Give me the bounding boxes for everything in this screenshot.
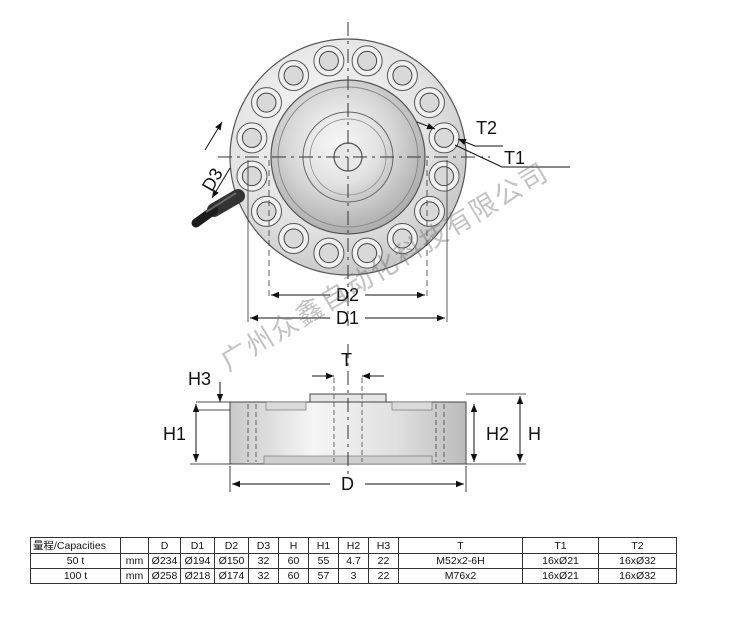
side-recess-right [391, 401, 433, 411]
table-cell: 57 [308, 568, 339, 584]
label-d: D [341, 474, 354, 494]
bolt-hole [241, 127, 262, 148]
bolt-hole [256, 92, 277, 113]
label-t2: T2 [476, 118, 497, 138]
technical-drawing: D2 D1 D3 T2 T1 [163, 22, 570, 494]
table-cell: 100 t [30, 568, 121, 584]
table-cell: 60 [278, 568, 309, 584]
table-cell: 16xØ21 [522, 553, 599, 569]
table-cell: 16xØ21 [522, 568, 599, 584]
table-cell: Ø150 [214, 553, 249, 569]
side-view: T H3 H1 H2 H D [163, 344, 541, 494]
table-row: 50 t mm Ø234 Ø194 Ø150 32 60 55 4.7 22 M… [30, 553, 677, 569]
bolt-hole [419, 201, 440, 222]
table-cell: Ø194 [180, 553, 215, 569]
top-view: D2 D1 D3 T2 T1 [191, 22, 570, 328]
bolt-hole-group [236, 45, 460, 269]
table-header-cell: 量程/Capacities [30, 537, 121, 554]
side-recess-left [265, 401, 307, 411]
table-cell: 4.7 [338, 553, 369, 569]
label-h1: H1 [163, 424, 186, 444]
table-cell: 50 t [30, 553, 121, 569]
table-cell: mm [120, 568, 149, 584]
table-header-cell [120, 537, 149, 554]
table-header-cell: T [398, 537, 523, 554]
bolt-hole [357, 50, 378, 71]
bolt-hole [392, 228, 413, 249]
table-cell: 16xØ32 [598, 568, 677, 584]
table-cell: M52x2-6H [398, 553, 523, 569]
table-header-cell: D [148, 537, 181, 554]
table-cell: Ø258 [148, 568, 181, 584]
label-h3: H3 [188, 369, 211, 389]
table-header-cell: H [278, 537, 309, 554]
bolt-hole [392, 65, 413, 86]
bolt-hole [357, 243, 378, 264]
bolt-hole [318, 50, 339, 71]
table-header-cell: D2 [214, 537, 249, 554]
table-cell: mm [120, 553, 149, 569]
table-cell: 22 [368, 568, 399, 584]
table-cell: 55 [308, 553, 339, 569]
bolt-hole [256, 201, 277, 222]
table-header-cell: D3 [248, 537, 279, 554]
bolt-hole [434, 127, 455, 148]
table-header-cell: T1 [522, 537, 599, 554]
cable-connector [191, 189, 245, 228]
table-header-row: 量程/Capacities D D1 D2 D3 H H1 H2 H3 T T1… [30, 537, 677, 554]
table-header-cell: T2 [598, 537, 677, 554]
table-cell: 16xØ32 [598, 553, 677, 569]
bolt-hole [318, 243, 339, 264]
table-cell: Ø234 [148, 553, 181, 569]
table-cell: Ø174 [214, 568, 249, 584]
label-h2: H2 [486, 424, 509, 444]
bolt-hole [241, 166, 262, 187]
table-header-cell: D1 [180, 537, 215, 554]
label-t1: T1 [504, 148, 525, 168]
table-header-cell: H1 [308, 537, 339, 554]
table-cell: Ø218 [180, 568, 215, 584]
table-cell: 32 [248, 568, 279, 584]
table-cell: 60 [278, 553, 309, 569]
table-row: 100 t mm Ø258 Ø218 Ø174 32 60 57 3 22 M7… [30, 568, 677, 584]
bolt-hole [434, 166, 455, 187]
table-cell: 32 [248, 553, 279, 569]
table-cell: M76x2 [398, 568, 523, 584]
label-h: H [528, 424, 541, 444]
label-d3: D3 [198, 165, 227, 195]
label-t: T [341, 350, 352, 370]
table-header-cell: H2 [338, 537, 369, 554]
bolt-hole [283, 228, 304, 249]
bolt-hole [419, 92, 440, 113]
bolt-hole [283, 65, 304, 86]
table-header-cell: H3 [368, 537, 399, 554]
table-cell: 3 [338, 568, 369, 584]
table-cell: 22 [368, 553, 399, 569]
spec-table: 量程/Capacities D D1 D2 D3 H H1 H2 H3 T T1… [30, 537, 677, 584]
label-d2: D2 [336, 285, 359, 305]
label-d1: D1 [336, 308, 359, 328]
